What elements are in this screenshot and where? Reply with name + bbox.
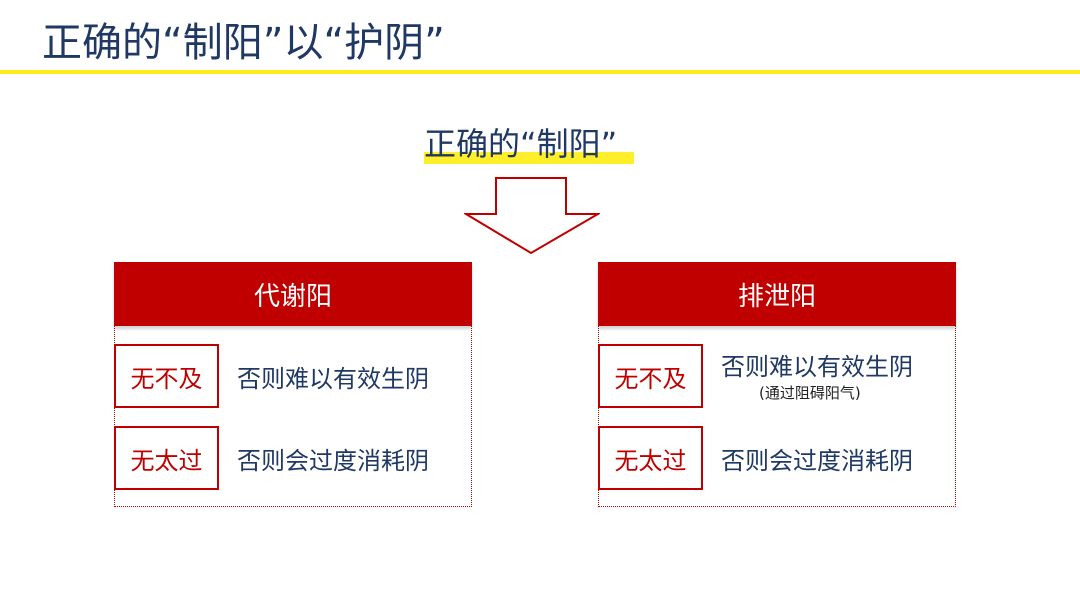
tag-not-excessive: 无太过: [598, 426, 703, 490]
excretory-yang-card: 排泄阳 无不及 否则难以有效生阴 (通过阻碍阳气) 无太过 否则会过度消耗阴: [598, 262, 956, 507]
row-note: (通过阻碍阳气): [759, 384, 861, 402]
down-arrow-icon: [464, 177, 600, 255]
row-description: 否则难以有效生阴: [721, 353, 913, 381]
subtitle: 正确的“制阳”: [424, 125, 618, 163]
row-description: 否则会过度消耗阴: [237, 447, 429, 475]
card-header: 代谢阳: [114, 262, 472, 326]
subtitle-group: 正确的“制阳”: [424, 124, 634, 164]
subtitle-highlight: [424, 152, 634, 164]
tag-not-insufficient: 无不及: [598, 344, 703, 408]
metabolic-yang-card: 代谢阳 无不及 否则难以有效生阴 无太过 否则会过度消耗阴: [114, 262, 472, 507]
title-underline: [0, 70, 1080, 74]
tag-not-insufficient: 无不及: [114, 344, 219, 408]
row-description: 否则会过度消耗阴: [721, 447, 913, 475]
slide-title: 正确的“制阳”以“护阴”: [42, 20, 445, 66]
card-header: 排泄阳: [598, 262, 956, 326]
row-description: 否则难以有效生阴: [237, 365, 429, 393]
tag-not-excessive: 无太过: [114, 426, 219, 490]
